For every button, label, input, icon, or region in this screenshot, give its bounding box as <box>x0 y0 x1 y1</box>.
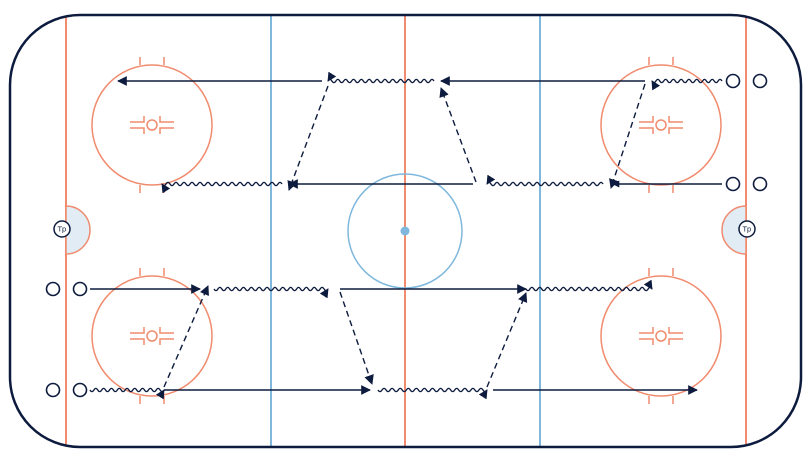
pass-arrow <box>439 87 477 183</box>
pass-arrow <box>486 292 528 388</box>
faceoff-circle-2 <box>600 57 722 193</box>
player-marker <box>45 382 61 398</box>
faceoff-circle-3 <box>91 268 213 404</box>
faceoff-circle-ring <box>91 64 213 186</box>
faceoff-l-mark <box>668 127 683 134</box>
center-ice-dot <box>400 226 410 236</box>
faceoff-l-mark <box>130 327 145 334</box>
stickhandle-arrow <box>89 387 165 400</box>
stickhandle-arrow <box>161 181 283 194</box>
faceoff-circle-1 <box>91 57 213 193</box>
faceoff-circles <box>91 57 722 404</box>
faceoff-circle-ring <box>600 275 722 397</box>
faceoff-l-mark <box>159 116 174 123</box>
pass-arrow <box>609 83 646 189</box>
faceoff-l-mark <box>668 327 683 334</box>
goalie-marker-right: Tp <box>738 220 756 238</box>
faceoff-l-mark <box>639 338 654 345</box>
stickhandle-arrow <box>486 174 604 187</box>
faceoff-l-mark <box>639 127 654 134</box>
player-markers <box>45 73 768 398</box>
player-marker <box>752 176 768 192</box>
stickhandle-arrow <box>213 286 329 299</box>
faceoff-l-mark <box>639 116 654 123</box>
goalie-label-right: Tp <box>742 226 752 234</box>
goal-crease-right <box>721 205 747 255</box>
stickhandle-arrow <box>327 71 435 84</box>
goalie-label-left: Tp <box>57 226 67 234</box>
stickhandle-arrow <box>377 387 488 400</box>
faceoff-l-mark <box>668 116 683 123</box>
pass-arrow <box>163 285 209 388</box>
faceoff-dot <box>146 119 158 131</box>
pass-arrow <box>287 85 329 191</box>
drill-arrows <box>89 71 723 400</box>
faceoff-l-mark <box>130 127 145 134</box>
player-marker <box>72 382 88 398</box>
player-marker <box>45 281 61 297</box>
faceoff-dot <box>655 330 667 342</box>
faceoff-circle-ring <box>91 275 213 397</box>
goalie-marker-left: Tp <box>53 220 71 238</box>
stickhandle-arrow <box>651 78 723 91</box>
faceoff-l-mark <box>668 338 683 345</box>
player-marker <box>725 176 741 192</box>
faceoff-l-mark <box>639 327 654 334</box>
player-marker <box>752 73 768 89</box>
goal-crease-left <box>65 205 91 255</box>
faceoff-l-mark <box>159 338 174 345</box>
faceoff-dot <box>655 119 667 131</box>
faceoff-l-mark <box>159 127 174 134</box>
faceoff-l-mark <box>130 338 145 345</box>
faceoff-circle-4 <box>600 268 722 404</box>
faceoff-dot <box>146 330 158 342</box>
faceoff-circle-ring <box>600 64 722 186</box>
faceoff-l-mark <box>159 327 174 334</box>
player-marker <box>725 73 741 89</box>
faceoff-l-mark <box>130 116 145 123</box>
rink-boards <box>8 13 803 449</box>
stickhandle-arrow <box>525 279 653 292</box>
player-marker <box>72 281 88 297</box>
center-ice-circle <box>347 173 463 289</box>
pass-arrow <box>339 291 374 385</box>
